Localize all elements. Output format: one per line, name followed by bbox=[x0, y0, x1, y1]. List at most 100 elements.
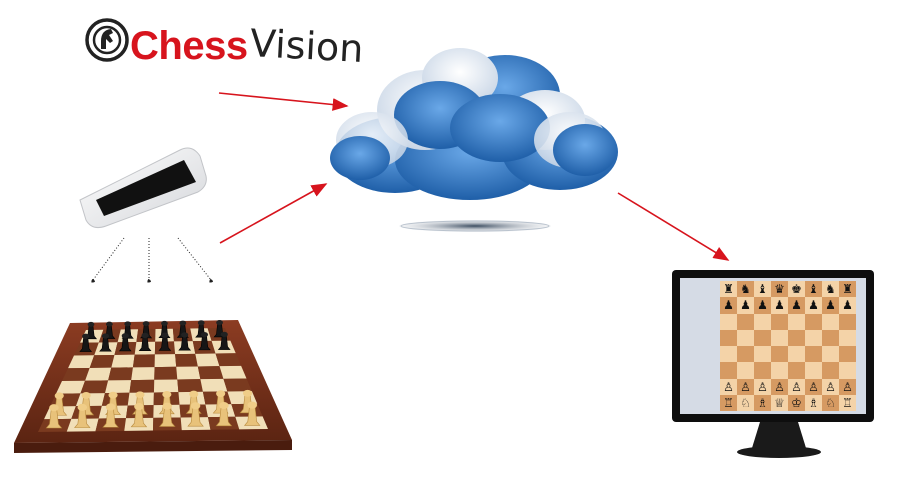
black-piece bbox=[198, 331, 211, 351]
board-piece-square: ♟ bbox=[839, 297, 856, 314]
board-piece-square: ♝ bbox=[754, 281, 771, 298]
physical-board-square bbox=[62, 367, 90, 381]
physical-board-square bbox=[104, 380, 132, 394]
physical-board-square bbox=[56, 380, 86, 394]
board-piece-square: ♙ bbox=[839, 378, 856, 395]
board-square bbox=[805, 346, 822, 363]
physical-board-square bbox=[68, 355, 95, 369]
board-piece-square: ♜ bbox=[839, 281, 856, 298]
board-square bbox=[822, 329, 839, 346]
white-piece bbox=[215, 401, 233, 427]
board-piece-square: ♙ bbox=[737, 378, 754, 395]
black-piece bbox=[217, 331, 231, 350]
board-square bbox=[788, 346, 805, 363]
board-square bbox=[839, 362, 856, 379]
board-piece-square: ♕ bbox=[771, 394, 788, 411]
white-piece bbox=[130, 403, 148, 428]
board-square bbox=[788, 313, 805, 330]
chessvision-logo-icon bbox=[83, 16, 131, 69]
board-piece-square: ♙ bbox=[805, 378, 822, 395]
board-square bbox=[805, 329, 822, 346]
physical-board-square bbox=[219, 365, 247, 379]
smartphone-icon bbox=[79, 147, 207, 228]
white-piece bbox=[159, 402, 176, 427]
black-piece bbox=[138, 332, 152, 352]
physical-board-square bbox=[153, 379, 179, 393]
board-piece-square: ♖ bbox=[720, 394, 737, 411]
board-piece-square: ♙ bbox=[822, 378, 839, 395]
white-piece bbox=[74, 403, 91, 428]
board-square bbox=[822, 362, 839, 379]
physical-board-square bbox=[89, 354, 115, 368]
board-piece-square: ♔ bbox=[788, 394, 805, 411]
board-piece-square: ♘ bbox=[737, 394, 754, 411]
board-piece-square: ♖ bbox=[839, 394, 856, 411]
board-square bbox=[822, 313, 839, 330]
board-square bbox=[805, 362, 822, 379]
arrow-board-to-cloud bbox=[219, 183, 328, 244]
board-piece-square: ♗ bbox=[754, 394, 771, 411]
board-square bbox=[805, 313, 822, 330]
board-square bbox=[754, 362, 771, 379]
board-square bbox=[737, 362, 754, 379]
white-piece bbox=[102, 403, 119, 428]
physical-board-square bbox=[132, 354, 155, 368]
physical-board-square bbox=[200, 378, 228, 392]
physical-board-square bbox=[223, 378, 252, 392]
board-square bbox=[822, 346, 839, 363]
board-piece-square: ♞ bbox=[737, 281, 754, 298]
black-piece bbox=[79, 333, 93, 352]
board-piece-square: ♟ bbox=[788, 297, 805, 314]
board-piece-square: ♙ bbox=[788, 378, 805, 395]
board-piece-square: ♟ bbox=[720, 297, 737, 314]
board-square bbox=[754, 329, 771, 346]
board-square bbox=[771, 362, 788, 379]
arrow-cloud-to-monitor bbox=[617, 192, 730, 261]
physical-board-square bbox=[131, 367, 155, 381]
black-piece bbox=[158, 332, 172, 351]
board-piece-square: ♚ bbox=[788, 281, 805, 298]
board-piece-square: ♘ bbox=[822, 394, 839, 411]
camera-view-lines bbox=[91, 237, 213, 283]
monitor-chessboard: ♜♞♝♛♚♝♞♜♟♟♟♟♟♟♟♟♙♙♙♙♙♙♙♙♖♘♗♕♔♗♘♖ bbox=[720, 281, 856, 411]
physical-board-square bbox=[85, 367, 112, 381]
board-square bbox=[839, 313, 856, 330]
physical-board-square bbox=[175, 353, 198, 367]
arrow-logo-to-cloud bbox=[218, 92, 349, 111]
brand-word-chess: Chess bbox=[130, 24, 248, 68]
board-piece-square: ♙ bbox=[771, 378, 788, 395]
board-square bbox=[788, 362, 805, 379]
physical-board-square bbox=[195, 353, 220, 367]
physical-board-square bbox=[176, 366, 201, 380]
board-piece-square: ♞ bbox=[822, 281, 839, 298]
board-square bbox=[788, 329, 805, 346]
physical-board-square bbox=[197, 366, 224, 380]
board-piece-square: ♟ bbox=[805, 297, 822, 314]
board-piece-square: ♟ bbox=[754, 297, 771, 314]
black-piece bbox=[99, 333, 112, 352]
white-piece bbox=[243, 401, 261, 426]
board-piece-square: ♙ bbox=[720, 378, 737, 395]
brand-word-vision: Vision bbox=[248, 21, 365, 71]
physical-board-square bbox=[154, 354, 177, 368]
board-square bbox=[720, 313, 737, 330]
board-square bbox=[839, 346, 856, 363]
physical-board-square bbox=[111, 354, 135, 368]
board-square bbox=[771, 346, 788, 363]
board-square bbox=[737, 313, 754, 330]
board-piece-square: ♟ bbox=[822, 297, 839, 314]
board-piece-square: ♝ bbox=[805, 281, 822, 298]
board-square bbox=[754, 346, 771, 363]
board-square bbox=[737, 346, 754, 363]
board-square bbox=[720, 329, 737, 346]
chessboard-icon bbox=[14, 320, 292, 453]
board-piece-square: ♜ bbox=[720, 281, 737, 298]
board-piece-square: ♙ bbox=[754, 378, 771, 395]
white-piece bbox=[45, 404, 63, 429]
physical-board-square bbox=[80, 380, 109, 394]
physical-board-square bbox=[177, 379, 203, 393]
physical-board-square bbox=[154, 366, 178, 380]
physical-board-square bbox=[215, 353, 242, 367]
